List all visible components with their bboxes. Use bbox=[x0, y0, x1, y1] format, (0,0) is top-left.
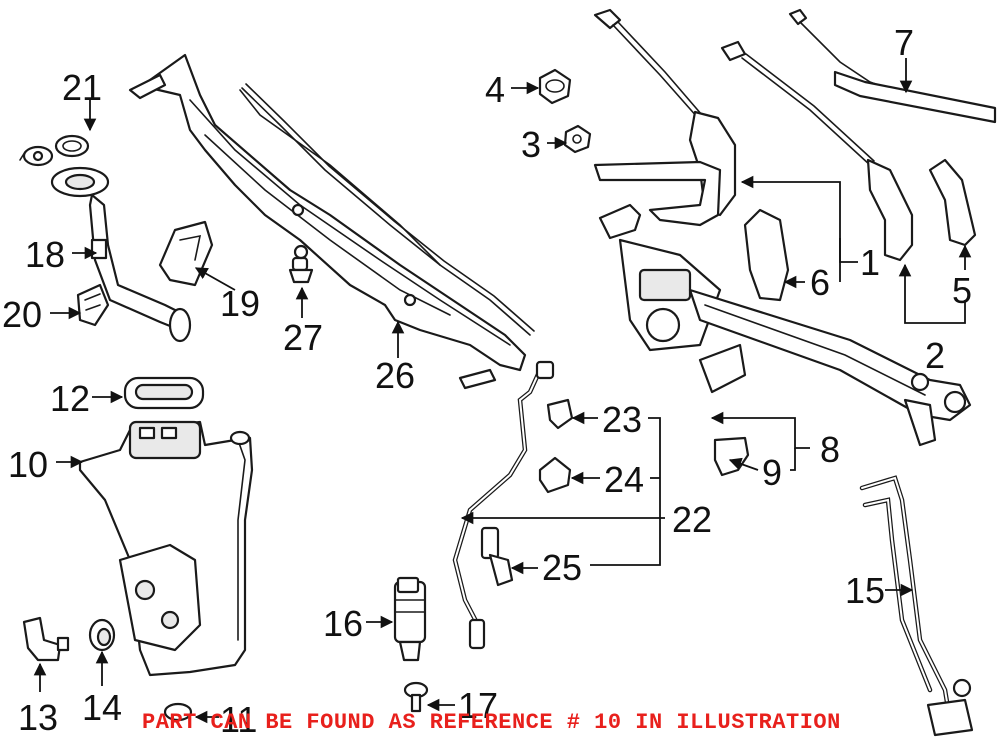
callout-20: 20 bbox=[2, 294, 42, 335]
hex-bolt-part bbox=[403, 681, 429, 713]
cowl-seal-part bbox=[241, 87, 531, 336]
callout-12: 12 bbox=[50, 378, 90, 419]
callout-27: 27 bbox=[283, 317, 323, 358]
callout-7: 7 bbox=[894, 22, 914, 63]
callout-22: 22 bbox=[672, 499, 712, 540]
callout-3: 3 bbox=[521, 124, 541, 165]
callout-23: 23 bbox=[602, 399, 642, 440]
callout-9: 9 bbox=[762, 452, 782, 493]
wiper-blade-part bbox=[788, 8, 997, 124]
callout-17: 17 bbox=[458, 685, 498, 726]
callout-5: 5 bbox=[952, 270, 972, 311]
arm-cover-left-part bbox=[743, 208, 790, 302]
arm-cover-right-part bbox=[928, 158, 977, 247]
pump-grommet-part bbox=[88, 618, 116, 652]
callout-26: 26 bbox=[375, 355, 415, 396]
callout-2: 2 bbox=[925, 335, 945, 376]
wiper-motor-linkage-part bbox=[598, 203, 972, 447]
washer-pump-part bbox=[393, 576, 427, 662]
grommet-part bbox=[158, 220, 214, 287]
filler-cap-part bbox=[19, 134, 90, 167]
reference-note: PART CAN BE FOUND AS REFERENCE # 10 IN I… bbox=[142, 710, 841, 735]
callout-16: 16 bbox=[323, 603, 363, 644]
callout-10: 10 bbox=[8, 444, 48, 485]
wiper-arm-left-part bbox=[593, 8, 737, 217]
callout-11: 11 bbox=[220, 699, 257, 739]
cowl-panel-part bbox=[128, 53, 527, 390]
wiper-arm-right-part bbox=[720, 40, 914, 262]
hose-connector-part bbox=[538, 456, 572, 494]
callout-24: 24 bbox=[604, 459, 644, 500]
callout-13: 13 bbox=[18, 697, 58, 738]
push-clip-part bbox=[288, 244, 314, 284]
callout-18: 18 bbox=[25, 234, 65, 275]
reservoir-plug-part bbox=[163, 702, 193, 722]
motor-bracket-part bbox=[713, 436, 750, 477]
callout-14: 14 bbox=[82, 687, 122, 728]
hex-nut-part bbox=[563, 124, 592, 154]
cap-nut-part bbox=[538, 68, 572, 105]
hose-coupling-part bbox=[480, 526, 514, 587]
washer-reservoir-part bbox=[78, 420, 254, 677]
callout-8: 8 bbox=[820, 429, 840, 470]
callout-21: 21 bbox=[62, 67, 102, 108]
callout-4: 4 bbox=[485, 69, 505, 110]
callout-19: 19 bbox=[220, 283, 260, 324]
callout-labels: 1 2 3 4 5 6 7 8 9 10 11 12 13 14 15 16 1… bbox=[2, 22, 972, 739]
level-sensor-part bbox=[22, 616, 70, 662]
hose-clip-part bbox=[546, 398, 574, 430]
callout-6: 6 bbox=[810, 262, 830, 303]
retaining-clip-part bbox=[76, 283, 110, 327]
neck-seal-part bbox=[123, 376, 205, 410]
callout-1: 1 bbox=[860, 242, 880, 283]
washer-hose-right-part bbox=[859, 475, 974, 737]
callout-leaders bbox=[33, 58, 972, 724]
callout-25: 25 bbox=[542, 547, 582, 588]
washer-hose-part bbox=[452, 360, 555, 650]
callout-15: 15 bbox=[845, 570, 885, 611]
